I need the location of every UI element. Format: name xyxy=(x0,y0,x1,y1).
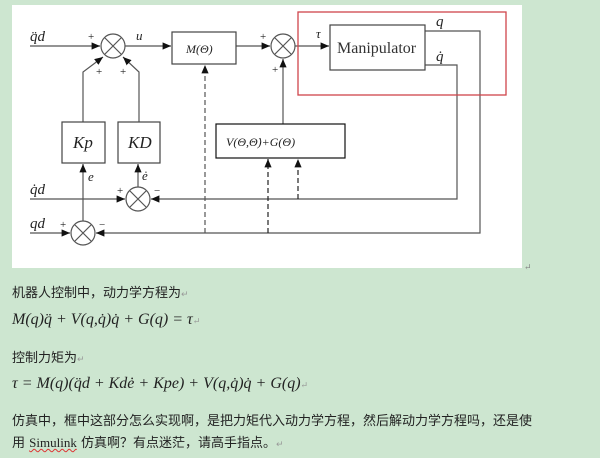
plus-sign: + xyxy=(96,66,102,78)
summing-junctions xyxy=(70,33,296,246)
edot-label: ė xyxy=(142,168,148,183)
mass-block-label: M(Θ) xyxy=(185,42,213,56)
minus-sign: − xyxy=(154,185,160,197)
return-mark: ↵ xyxy=(524,262,532,272)
qd-label: qd xyxy=(30,216,46,232)
kd-block-label: KD xyxy=(127,133,152,152)
plus-sign: + xyxy=(60,219,66,231)
torque-equation: τ = M(q)(q̈d + Kdė + Kpe) + V(q,q̇)q̇ + … xyxy=(12,375,309,392)
qdd-label: q̈d xyxy=(30,29,46,45)
plus-sign: + xyxy=(117,185,123,197)
sum-junction-2 xyxy=(270,33,296,59)
mass-matrix-block xyxy=(171,31,237,65)
tau-label: τ xyxy=(316,26,322,41)
sum-junction-4 xyxy=(70,220,96,246)
intro-line: 机器人控制中，动力学方程为↵ xyxy=(12,286,189,301)
kd-gain-block xyxy=(117,121,161,164)
dynamics-equation: M(q)q̈ + V(q,q̇)q̇ + G(q) = τ↵ xyxy=(12,311,201,328)
question-line-2: 用 Simulink 仿真啊？有点迷茫，请高手指点。↵ xyxy=(12,435,284,451)
kp-gain-block xyxy=(61,121,106,164)
manipulator-block xyxy=(329,24,426,71)
spellcheck-word: Simulink xyxy=(29,435,77,450)
minus-sign: − xyxy=(99,219,105,231)
plus-sign: + xyxy=(272,64,278,76)
question-line-1: 仿真中，框中这部分怎么实现啊，是把力矩代入动力学方程，然后解动力学方程吗，还是使 xyxy=(12,414,533,429)
qdot-output-label: q̇ xyxy=(436,49,444,65)
kp-block-label: Kp xyxy=(72,133,93,152)
sum-junction-1 xyxy=(100,33,126,59)
plus-sign: + xyxy=(120,66,126,78)
nonlinear-terms-block xyxy=(215,123,346,159)
u-label: u xyxy=(136,28,143,43)
qdot-d-label: q̇d xyxy=(30,182,46,198)
control-block-diagram: q̈d q̇d qd u τ e ė q q̇ M(Θ) Kp KD V(Θ,Θ… xyxy=(12,5,532,272)
plus-sign: + xyxy=(260,31,266,43)
sum-junction-3 xyxy=(125,186,151,212)
manipulator-label: Manipulator xyxy=(337,40,417,57)
q-output-label: q xyxy=(436,14,444,30)
highlight-box xyxy=(297,11,507,96)
torque-heading: 控制力矩为↵ xyxy=(12,351,85,366)
e-label: e xyxy=(88,169,94,184)
plus-sign: + xyxy=(88,31,94,43)
nonlinear-block-label: V(Θ,Θ̇)+G(Θ) xyxy=(226,135,295,149)
